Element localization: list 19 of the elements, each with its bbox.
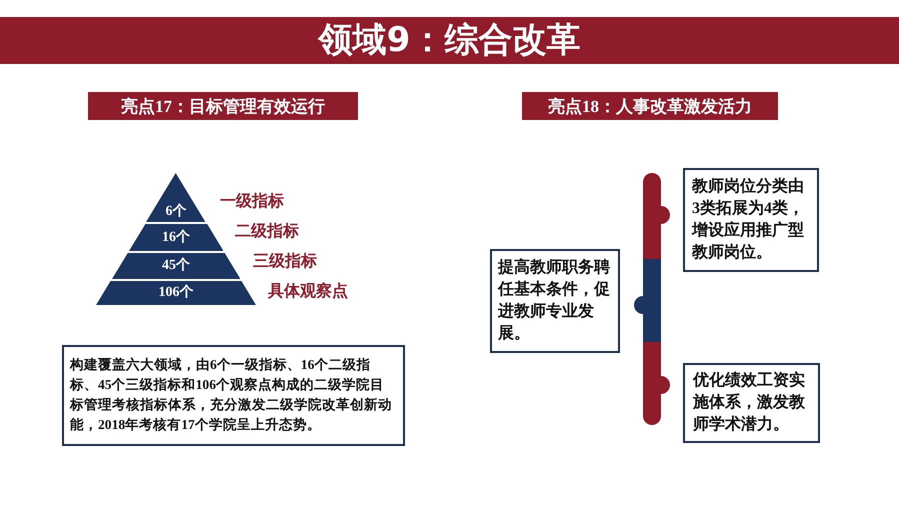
pyramid-level <box>128 224 224 251</box>
level-count: 45个 <box>162 258 190 274</box>
text-box: 构建覆盖六大领域，由6个一级指标、16个二级指标、45个三级指标和106个观察点构成的二级学院目标管理考核指标体系，充分激发二级学院改革创新动能，2018年考核有17个学院呈上升态势。 <box>62 345 405 446</box>
level-label: 具体观察点 <box>268 283 348 301</box>
title-banner: 领域9：综合改革 <box>0 17 899 64</box>
level-label: 二级指标 <box>235 223 299 241</box>
pyramid-level <box>146 173 206 222</box>
level-count: 16个 <box>162 230 190 246</box>
level-label: 一级指标 <box>220 193 284 211</box>
pyramid-level <box>112 253 240 279</box>
level-count: 106个 <box>158 285 194 301</box>
level-label: 三级指标 <box>253 253 317 271</box>
pyramid-level <box>96 281 256 305</box>
section-heading: 亮点18：人事改革激发活力 <box>522 92 778 120</box>
text-box: 提高教师职务聘任基本条件，促进教师专业发展。 <box>490 249 620 353</box>
text-box: 教师岗位分类由3类拓展为4类，增设应用推广型教师岗位。 <box>683 168 819 272</box>
text-box: 优化绩效工资实施体系，激发教师学术潜力。 <box>683 363 820 443</box>
level-count: 6个 <box>165 204 186 220</box>
section-heading: 亮点17：目标管理有效运行 <box>88 92 358 120</box>
